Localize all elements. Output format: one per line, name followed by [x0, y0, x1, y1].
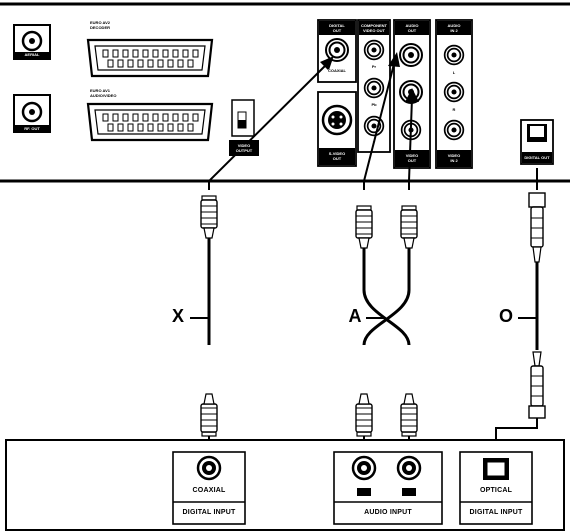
- scart-connector-2: [86, 102, 214, 142]
- rf-out-jack: [13, 94, 51, 133]
- arrow-coaxial-up: [208, 58, 333, 190]
- plug-coax-top: [200, 195, 218, 239]
- video-output-switch: [229, 99, 259, 156]
- digital-out-coaxial-box: [317, 19, 357, 83]
- in2-r-label: R: [452, 107, 456, 112]
- plug-optical-top: [528, 192, 546, 263]
- cable-audio-pair: [362, 248, 411, 346]
- component-video-out-label: COMPONENT VIDEO OUT: [361, 23, 387, 33]
- plug-audio-left-bottom: [355, 393, 373, 437]
- component-video-out-box: [357, 19, 391, 153]
- coaxial-out-label: COAXIAL: [328, 68, 346, 73]
- receiver-optical-label: OPTICAL: [479, 487, 513, 494]
- receiver-coaxial-box: [172, 451, 246, 525]
- receiver-digital-input-2-label: DIGITAL INPUT: [469, 509, 523, 516]
- receiver-audio-input-box: [333, 451, 443, 525]
- receiver-audio-input-label: AUDIO INPUT: [364, 509, 412, 516]
- s-video-out-box: [317, 91, 357, 167]
- cable-x-label: X: [171, 306, 184, 326]
- cable-o-label: O: [498, 306, 513, 326]
- video-output-label: VIDEO OUTPUT: [235, 143, 253, 153]
- optical-digital-out: [520, 119, 554, 165]
- arrowhead-audio-left: [388, 52, 400, 67]
- plug-audio-right-top: [400, 205, 418, 249]
- optical-digital-out-label: DIGITAL OUT: [524, 155, 550, 160]
- in2-l-label: L: [452, 70, 456, 75]
- euro-av1-label: EURO AV1 AUDIO/VIDEO: [90, 88, 117, 98]
- arrow-audio-left: [363, 59, 396, 190]
- rf-out-label: RF. OUT: [24, 126, 40, 131]
- plug-optical-bottom: [528, 351, 546, 419]
- receiver-digital-input-1-label: DIGITAL INPUT: [182, 509, 236, 516]
- aerial-jack: [13, 24, 51, 60]
- s-video-out-label: S-VIDEO OUT: [328, 151, 346, 161]
- receiver-optical-box: [459, 451, 533, 525]
- arrow-audio-right: [408, 97, 413, 190]
- plug-audio-right-bottom: [400, 393, 418, 437]
- video-out-label: VIDEO OUT: [405, 153, 419, 163]
- arrowhead-audio-right: [405, 88, 419, 102]
- pb-label: Pb: [371, 102, 377, 107]
- aerial-label: AERIAL: [24, 52, 40, 57]
- audio-out-label: AUDIO OUT: [405, 23, 419, 33]
- receiver-coaxial-label: COAXIAL: [192, 487, 226, 494]
- plug-audio-left-top: [355, 205, 373, 249]
- plug-coax-bottom: [200, 393, 218, 437]
- audio-in2-label: AUDIO IN 2: [447, 23, 461, 33]
- scart-connector-1: [86, 38, 214, 78]
- cable-a-label: A: [348, 306, 362, 326]
- arrowhead-coaxial: [320, 56, 334, 70]
- video-in2-label: VIDEO IN 2: [447, 153, 461, 163]
- euro-av2-label: EURO AV2 DECODER: [90, 20, 111, 30]
- audio-in2-box: [435, 19, 473, 169]
- digital-out-label: DIGITAL OUT: [329, 23, 345, 33]
- pr-label: Pr: [371, 64, 377, 69]
- y-label: Y: [372, 140, 376, 145]
